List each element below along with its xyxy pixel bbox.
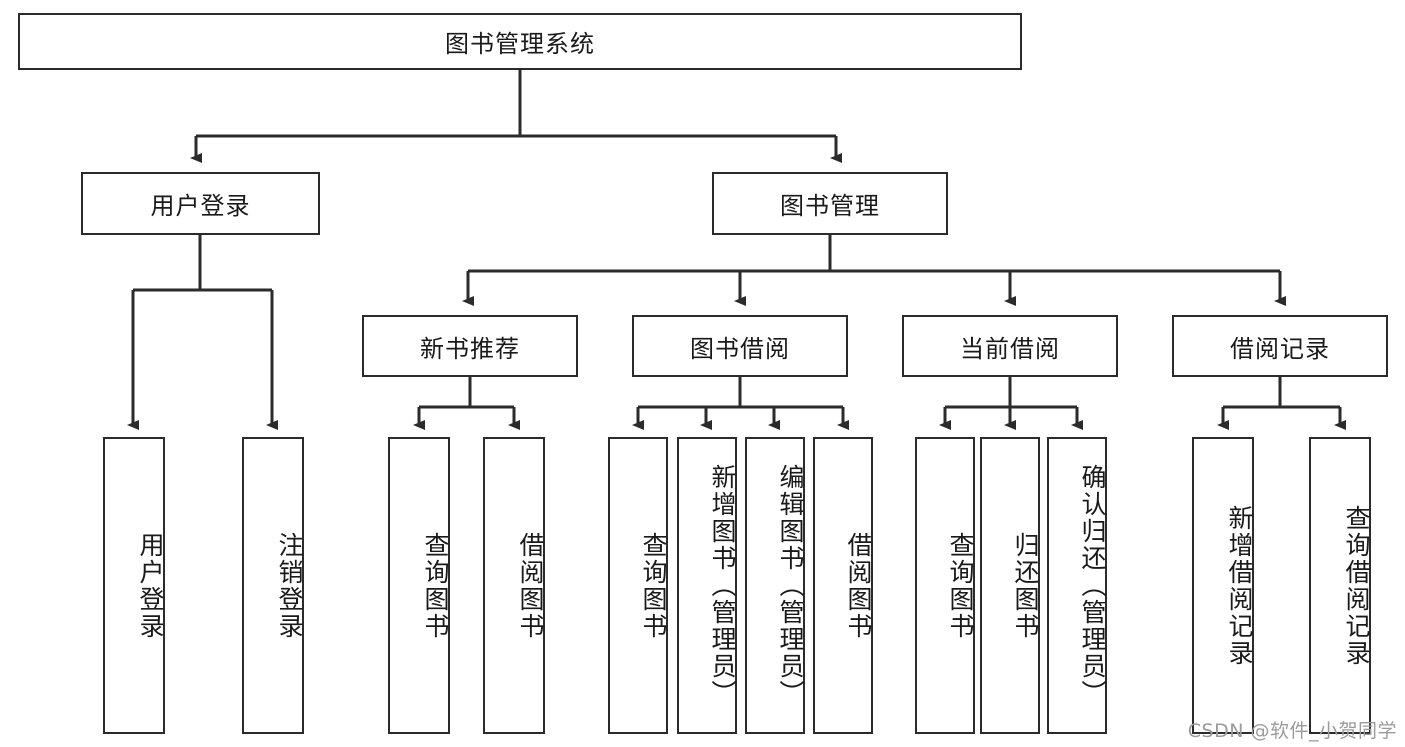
node-label: 查询图书 [946, 531, 975, 640]
leaf-book-borrow-edit[interactable]: 编辑图书（管理员） [745, 437, 805, 734]
leaf-new-book-borrow[interactable]: 借阅图书 [483, 437, 545, 734]
leaf-book-borrow-borrow[interactable]: 借阅图书 [813, 437, 873, 734]
node-label: 查询图书 [421, 531, 450, 640]
node-label: 图书管理系统 [445, 30, 595, 58]
node-label: 用户登录 [136, 531, 165, 640]
node-label: 归还图书 [1011, 531, 1040, 640]
node-label: 当前借阅 [960, 334, 1060, 363]
node-current-borrow[interactable]: 当前借阅 [902, 315, 1118, 377]
node-label: 图书借阅 [690, 334, 790, 363]
leaf-new-book-query[interactable]: 查询图书 [388, 437, 450, 734]
leaf-borrow-record-query[interactable]: 查询借阅记录 [1309, 437, 1371, 734]
node-label: 编辑图书（管理员） [776, 464, 805, 707]
node-label: 借阅图书 [844, 531, 873, 640]
leaf-borrow-record-add[interactable]: 新增借阅记录 [1192, 437, 1254, 734]
node-label: 新增借阅记录 [1225, 504, 1254, 667]
node-label: 确认归还（管理员） [1078, 464, 1107, 707]
node-label: 查询借阅记录 [1342, 504, 1371, 667]
node-label: 借阅记录 [1230, 334, 1330, 363]
node-label: 注销登录 [275, 531, 304, 640]
csdn-watermark: CSDN @软件_小贺同学 [1187, 720, 1397, 742]
leaf-current-borrow-return[interactable]: 归还图书 [980, 437, 1040, 734]
leaf-current-borrow-query[interactable]: 查询图书 [915, 437, 975, 734]
node-label: 新增图书（管理员） [708, 464, 737, 707]
node-label: 借阅图书 [516, 531, 545, 640]
node-book-borrow[interactable]: 图书借阅 [632, 315, 848, 377]
leaf-current-borrow-confirm-return[interactable]: 确认归还（管理员） [1047, 437, 1107, 734]
node-book-management[interactable]: 图书管理 [712, 172, 948, 235]
node-new-book-recommend[interactable]: 新书推荐 [362, 315, 578, 377]
leaf-book-borrow-add[interactable]: 新增图书（管理员） [677, 437, 737, 734]
leaf-user-login-login[interactable]: 用户登录 [103, 437, 165, 734]
node-borrow-record[interactable]: 借阅记录 [1172, 315, 1388, 377]
leaf-book-borrow-query[interactable]: 查询图书 [608, 437, 668, 734]
node-root-book-management-system[interactable]: 图书管理系统 [18, 13, 1022, 70]
node-label: 用户登录 [150, 192, 251, 220]
node-user-login[interactable]: 用户登录 [81, 172, 320, 235]
node-label: 图书管理 [780, 192, 880, 220]
node-label: 查询图书 [639, 531, 668, 640]
node-label: 新书推荐 [420, 334, 520, 363]
leaf-user-login-logout[interactable]: 注销登录 [242, 437, 304, 734]
